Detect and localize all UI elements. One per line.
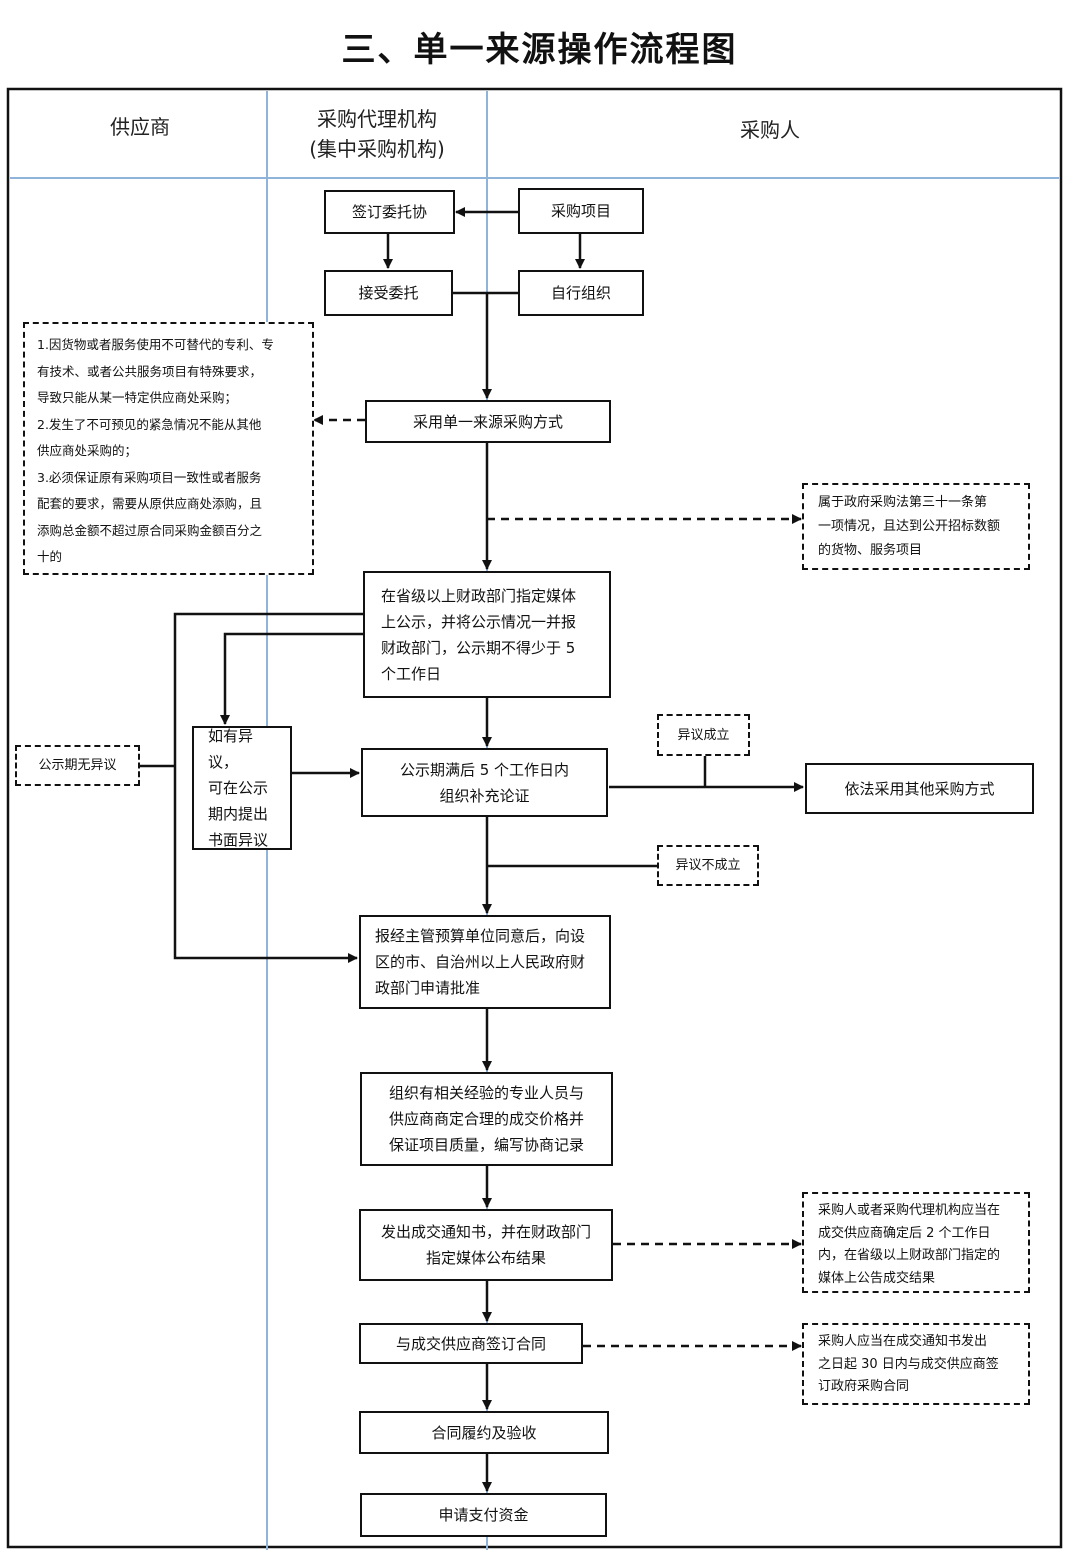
note-law31: 属于政府采购法第三十一条第 一项情况，且达到公开招标数额 的货物、服务项目: [802, 483, 1030, 570]
note-conditions-text: 1.因货物或者服务使用不可替代的专利、专 有技术、或者公共服务项目有特殊要求， …: [37, 337, 274, 564]
node-other-method-text: 依法采用其他采购方式: [844, 779, 995, 798]
page-title: 三、单一来源操作流程图: [341, 30, 738, 70]
node-other-method: 依法采用其他采购方式: [805, 763, 1034, 814]
note-announce-rule: 采购人或者采购代理机构应当在 成交供应商确定后 2 个工作日 内，在省级以上财政…: [802, 1192, 1030, 1293]
node-self-organize-text: 自行组织: [550, 284, 611, 302]
node-negotiate-text: 组织有相关经验的专业人员与 供应商商定合理的成交价格并 保证项目质量，编写协商记…: [388, 1084, 584, 1154]
node-approval: 报经主管预算单位同意后，向设 区的市、自治州以上人民政府财 政部门申请批准: [359, 915, 611, 1009]
note-no-objection-text: 公示期无异议: [38, 758, 117, 773]
node-purchase-project-text: 采购项目: [550, 202, 611, 220]
note-objection-invalid-text: 异议不成立: [675, 858, 741, 873]
node-accept-entrust: 接受委托: [324, 270, 453, 316]
node-payment: 申请支付资金: [360, 1493, 607, 1537]
note-objection-invalid: 异议不成立: [657, 845, 759, 886]
node-negotiate: 组织有相关经验的专业人员与 供应商商定合理的成交价格并 保证项目质量，编写协商记…: [360, 1072, 613, 1166]
arrow-no-objection-path: [173, 612, 363, 963]
note-objection-valid-text: 异议成立: [677, 727, 730, 743]
node-publicize: 在省级以上财政部门指定媒体 上公示，并将公示情况一并报 财政部门，公示期不得少于…: [363, 571, 611, 698]
node-objection: 如有异议， 可在公示 期内提出 书面异议: [192, 726, 292, 850]
node-notice: 发出成交通知书，并在财政部门 指定媒体公布结果: [359, 1209, 613, 1281]
node-sign-contract: 与成交供应商签订合同: [359, 1323, 583, 1364]
lane-header-agency-line2: (集中采购机构): [309, 137, 445, 161]
lane-header-agency: 采购代理机构 (集中采购机构): [270, 104, 484, 164]
node-sign-entrust: 签订委托协: [324, 190, 455, 234]
lane-header-supplier: 供应商: [110, 115, 170, 139]
node-sign-entrust-text: 签订委托协: [351, 203, 427, 221]
node-verification-text: 公示期满后 5 个工作日内 组织补充论证: [399, 760, 570, 805]
node-objection-text: 如有异议， 可在公示 期内提出 书面异议: [208, 727, 269, 849]
node-self-organize: 自行组织: [518, 270, 644, 316]
node-notice-text: 发出成交通知书，并在财政部门 指定媒体公布结果: [380, 1223, 591, 1267]
note-contract-rule-text: 采购人应当在成交通知书发出 之日起 30 日内与成交供应商签 订政府采购合同: [818, 1334, 999, 1394]
node-verification: 公示期满后 5 个工作日内 组织补充论证: [361, 748, 608, 817]
lane-header-purchaser: 采购人: [740, 118, 800, 142]
arrow-publicize-to-objection: [220, 632, 363, 725]
lane-header-agency-line1: 采购代理机构: [317, 107, 437, 131]
node-publicize-text: 在省级以上财政部门指定媒体 上公示，并将公示情况一并报 财政部门，公示期不得少于…: [381, 586, 577, 683]
node-payment-text: 申请支付资金: [438, 1506, 529, 1524]
node-purchase-project: 采购项目: [518, 188, 644, 234]
note-announce-rule-text: 采购人或者采购代理机构应当在 成交供应商确定后 2 个工作日 内，在省级以上财政…: [818, 1203, 1001, 1286]
note-conditions: 1.因货物或者服务使用不可替代的专利、专 有技术、或者公共服务项目有特殊要求， …: [23, 322, 314, 575]
note-no-objection: 公示期无异议: [15, 745, 140, 786]
node-perform: 合同履约及验收: [359, 1411, 609, 1454]
note-law31-text: 属于政府采购法第三十一条第 一项情况，且达到公开招标数额 的货物、服务项目: [818, 495, 1001, 558]
node-perform-text: 合同履约及验收: [431, 1423, 537, 1442]
node-accept-entrust-text: 接受委托: [358, 284, 419, 302]
node-sign-contract-text: 与成交供应商签订合同: [395, 1334, 546, 1353]
diagram-frame: [6, 87, 1063, 1549]
node-single-source-text: 采用单一来源采购方式: [412, 412, 563, 431]
node-single-source: 采用单一来源采购方式: [365, 400, 611, 443]
node-approval-text: 报经主管预算单位同意后，向设 区的市、自治州以上人民政府财 政部门申请批准: [375, 927, 586, 997]
note-contract-rule: 采购人应当在成交通知书发出 之日起 30 日内与成交供应商签 订政府采购合同: [802, 1323, 1030, 1405]
note-objection-valid: 异议成立: [657, 714, 750, 756]
